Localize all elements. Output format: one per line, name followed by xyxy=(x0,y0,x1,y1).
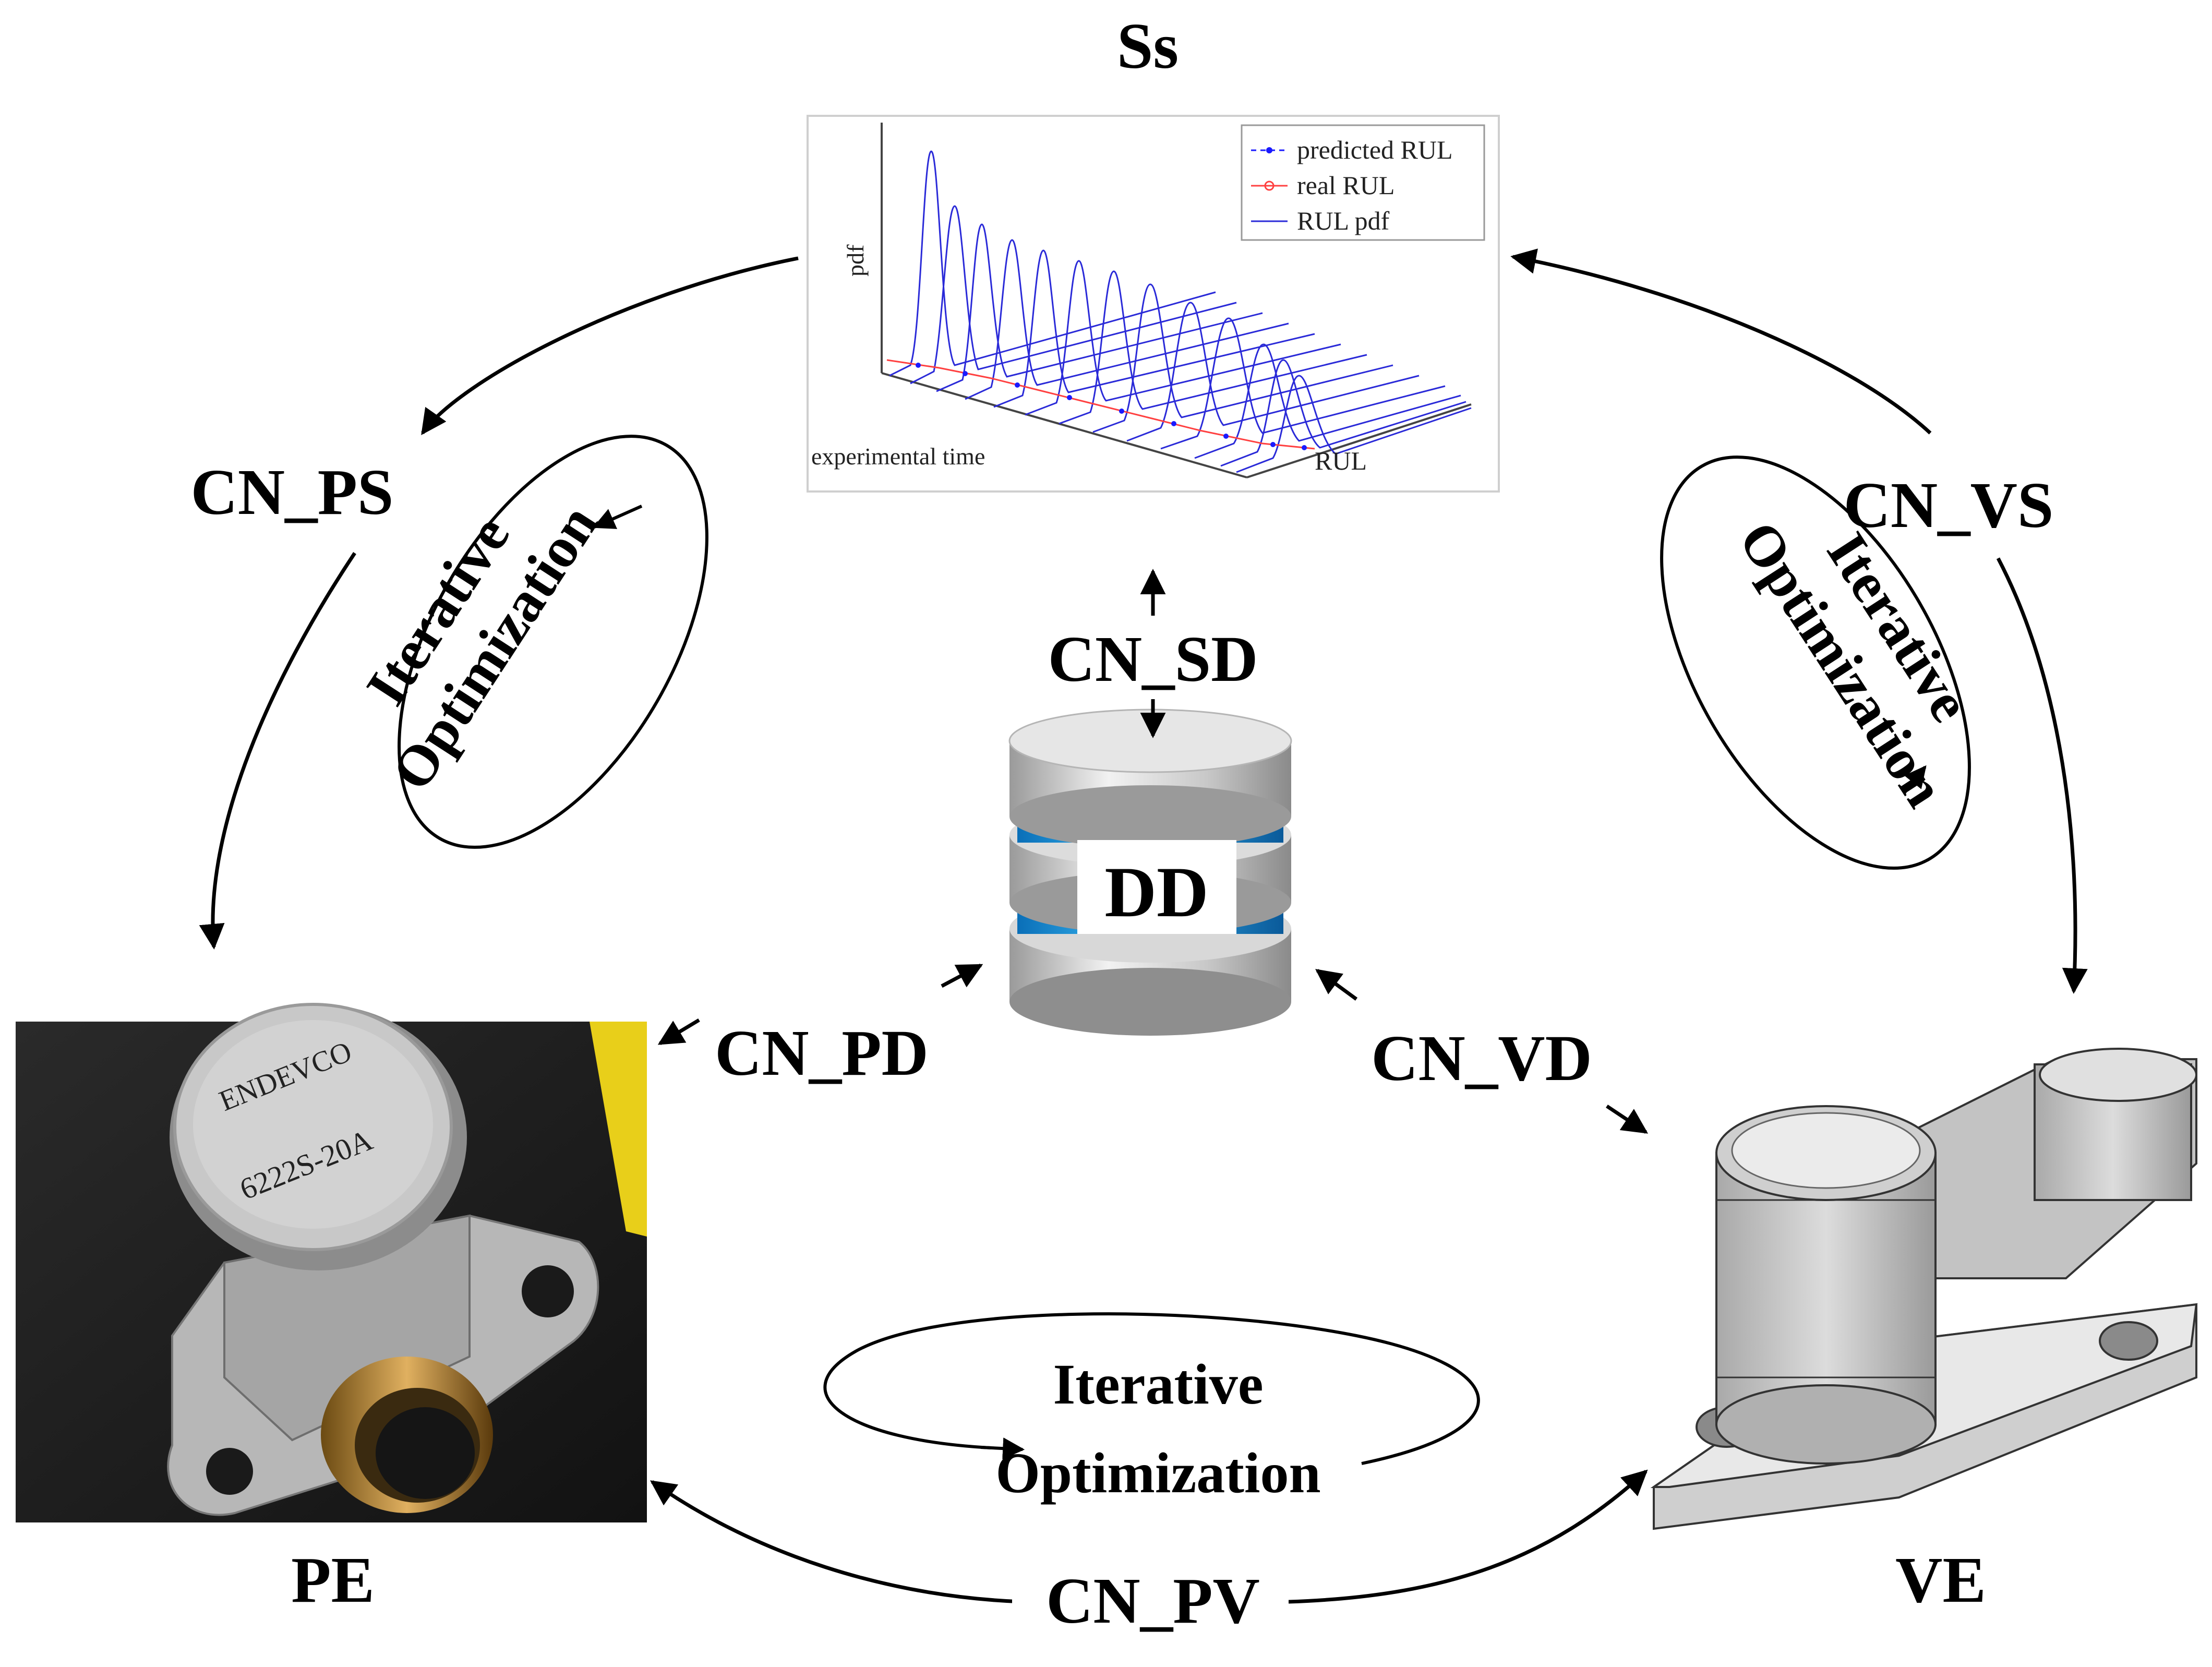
arrow-cn-ps xyxy=(421,256,799,436)
legend-real-rul: real RUL xyxy=(1297,171,1394,200)
iterative-loop-right xyxy=(1660,455,1971,870)
predicted-rul-points xyxy=(916,363,1307,450)
legend-predicted-rul: predicted RUL xyxy=(1297,135,1453,164)
legend-rul-pdf: RUL pdf xyxy=(1297,206,1390,235)
ss-chart-panel: predicted RUL real RUL RUL pdf pdf exper… xyxy=(807,115,1500,493)
cn-vd-label: CN_VD xyxy=(1371,1023,1592,1095)
bottom-loop-line1: Iterative xyxy=(1053,1352,1263,1416)
chart-xlabel: experimental time xyxy=(811,443,985,470)
cn-vs-label: CN_VS xyxy=(1844,470,2054,542)
connection-arrows xyxy=(199,248,2088,1604)
database-icon: DD xyxy=(1008,709,1292,1036)
cn-pv-label: CN_PV xyxy=(1046,1565,1260,1637)
real-rul-trace xyxy=(886,359,1315,450)
arrow-cn-pv xyxy=(650,1480,1023,1604)
chart-zlabel: RUL xyxy=(1315,446,1367,475)
arrow-cn-vs xyxy=(1510,248,1932,435)
rul-pdf-curves xyxy=(889,150,1472,473)
ss-label: Ss xyxy=(1117,10,1179,82)
cn-ps-label: CN_PS xyxy=(191,457,394,529)
cn-pd-label: CN_PD xyxy=(715,1017,929,1089)
arrow-cn-vd xyxy=(1315,969,1358,1001)
pe-label: PE xyxy=(291,1544,375,1616)
iterative-loop-bottom xyxy=(823,1312,1480,1465)
iterative-loop-left xyxy=(398,435,708,849)
dd-label: DD xyxy=(1104,852,1208,932)
arrow-cn-pd xyxy=(657,1018,700,1046)
bottom-loop-line2: Optimization xyxy=(995,1441,1320,1505)
pe-photo: ENDEVCO 6222S-20A xyxy=(16,1003,647,1522)
ve-label: VE xyxy=(1895,1544,1986,1616)
cn-sd-label: CN_SD xyxy=(1048,623,1258,695)
chart-ylabel: pdf xyxy=(842,244,869,277)
ve-cad-model xyxy=(1650,1048,2198,1530)
